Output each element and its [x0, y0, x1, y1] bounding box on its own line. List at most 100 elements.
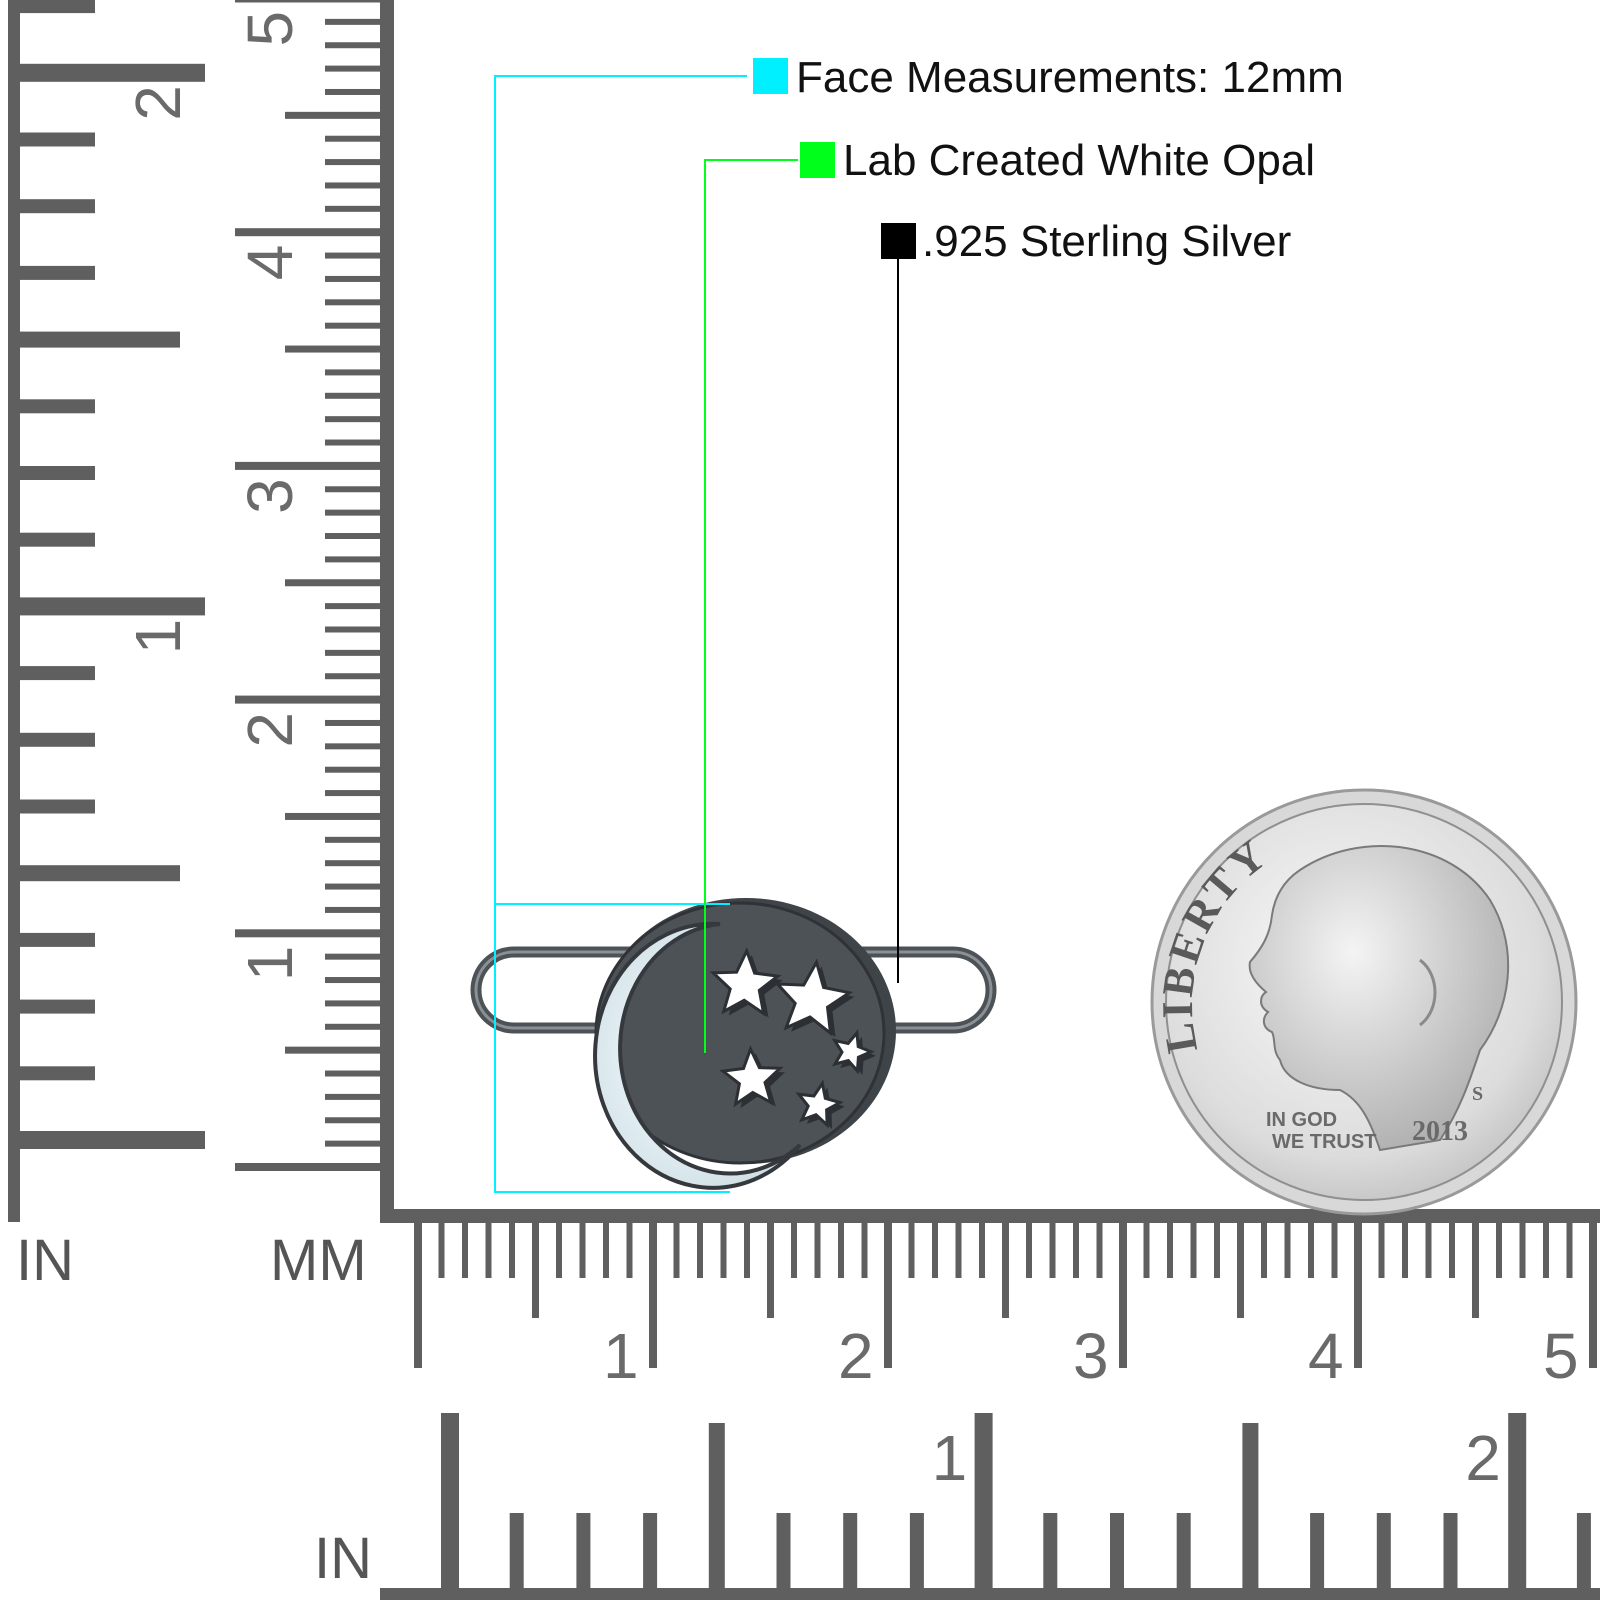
horizontal-inch-tick	[509, 1513, 524, 1588]
horizontal-inch-tick	[708, 1423, 725, 1588]
horizontal-cm-label: 5	[1543, 1320, 1579, 1392]
coin-mint-mark: S	[1472, 1083, 1483, 1105]
horizontal-mm-tick	[932, 1223, 938, 1278]
vertical-mm-tick	[325, 883, 380, 890]
vertical-mm-tick	[325, 860, 380, 867]
horizontal-mm-tick	[509, 1223, 515, 1278]
vertical-ruler-mm-unit: MM	[270, 1228, 367, 1293]
vertical-mm-tick	[325, 416, 380, 423]
horizontal-inch-tick	[1110, 1513, 1124, 1588]
horizontal-mm-tick	[1543, 1223, 1549, 1278]
vertical-mm-tick	[235, 1163, 380, 1171]
horizontal-inch-tick	[1508, 1413, 1527, 1588]
vertical-inch-tick	[20, 1131, 205, 1149]
horizontal-mm-tick	[1566, 1223, 1573, 1278]
vertical-mm-tick	[325, 1140, 380, 1147]
horizontal-ruler-inch-unit: IN	[314, 1526, 372, 1591]
face-measurement-label: Face Measurements: 12mm	[796, 53, 1344, 102]
horizontal-mm-tick	[791, 1223, 797, 1278]
vertical-mm-tick	[325, 65, 380, 72]
vertical-inch-tick	[20, 132, 95, 147]
vertical-mm-tick	[325, 1117, 380, 1124]
vertical-mm-tick	[325, 603, 380, 610]
vertical-inch-tick	[20, 732, 95, 747]
vertical-mm-tick	[325, 42, 380, 49]
horizontal-mm-tick	[1143, 1223, 1150, 1278]
vertical-cm-label: 4	[234, 245, 306, 281]
horizontal-cm-label: 1	[603, 1320, 639, 1392]
vertical-cm-label: 1	[234, 946, 306, 982]
vertical-mm-tick	[325, 556, 380, 563]
vertical-inch-tick	[20, 331, 180, 348]
horizontal-mm-tick	[1354, 1223, 1362, 1368]
horizontal-mm-tick	[673, 1223, 680, 1278]
vertical-inch-tick	[20, 666, 95, 681]
horizontal-mm-tick	[1237, 1223, 1244, 1318]
star-cutout	[719, 1045, 784, 1108]
horizontal-inch-label: 1	[932, 1422, 968, 1494]
horizontal-mm-tick	[744, 1223, 750, 1278]
horizontal-mm-tick	[1589, 1223, 1597, 1368]
vertical-mm-tick	[325, 977, 380, 984]
vertical-mm-tick	[325, 322, 380, 329]
horizontal-ruler-top-edge	[380, 1209, 1600, 1223]
star-cutout	[773, 958, 854, 1037]
vertical-mm-tick	[325, 790, 380, 797]
vertical-mm-tick	[285, 812, 380, 820]
horizontal-inch-ticks	[441, 1413, 1591, 1588]
face-measurement-line	[494, 75, 747, 1193]
horizontal-mm-tick	[1261, 1223, 1267, 1278]
vertical-mm-ticks	[235, 0, 380, 1171]
horizontal-inch-tick	[909, 1513, 924, 1588]
horizontal-mm-tick	[649, 1223, 657, 1368]
star-cutout	[709, 947, 782, 1017]
vertical-mm-tick	[325, 135, 380, 142]
vertical-mm-tick	[325, 182, 380, 189]
ring	[470, 898, 997, 1190]
horizontal-inch-tick	[576, 1513, 591, 1588]
vertical-mm-tick	[325, 205, 380, 212]
vertical-mm-tick	[325, 369, 380, 376]
vertical-mm-tick	[285, 1046, 380, 1054]
vertical-mm-tick	[325, 649, 380, 656]
vertical-inch-tick	[20, 1066, 95, 1081]
vertical-cm-label: 2	[234, 712, 306, 748]
horizontal-mm-tick	[1519, 1223, 1526, 1278]
vertical-mm-tick	[325, 836, 380, 843]
horizontal-mm-tick	[626, 1223, 633, 1278]
vertical-inch-label: 2	[122, 85, 194, 121]
horizontal-mm-tick	[532, 1223, 539, 1318]
horizontal-mm-tick	[1331, 1223, 1338, 1278]
horizontal-mm-tick	[1378, 1223, 1385, 1278]
horizontal-mm-tick	[979, 1223, 985, 1278]
star-cutout	[831, 1029, 875, 1075]
horizontal-inch-tick	[1242, 1423, 1259, 1588]
horizontal-mm-tick	[1214, 1223, 1220, 1278]
vertical-mm-tick	[325, 252, 380, 259]
horizontal-mm-tick	[884, 1223, 892, 1368]
stone-legend-swatch	[800, 142, 835, 178]
horizontal-mm-tick	[1449, 1223, 1455, 1278]
vertical-ruler-mm-edge	[380, 0, 394, 1222]
horizontal-mm-tick	[1026, 1223, 1032, 1278]
horizontal-inch-tick	[974, 1413, 993, 1588]
vertical-mm-tick	[325, 1070, 380, 1077]
vertical-mm-tick	[325, 743, 380, 750]
vertical-mm-tick	[235, 0, 380, 3]
vertical-cm-label: 3	[234, 478, 306, 514]
vertical-inch-ticks	[20, 0, 205, 1149]
horizontal-mm-tick	[1472, 1223, 1479, 1318]
vertical-mm-tick	[325, 766, 380, 773]
vertical-mm-tick	[235, 695, 380, 704]
horizontal-inch-tick	[1576, 1513, 1591, 1588]
horizontal-mm-tick	[861, 1223, 868, 1278]
vertical-mm-tick	[235, 228, 380, 237]
vertical-mm-tick	[285, 111, 380, 119]
horizontal-inch-tick	[1176, 1513, 1191, 1588]
vertical-mm-tick	[325, 906, 380, 913]
vertical-mm-tick	[235, 461, 380, 470]
horizontal-mm-tick	[1167, 1223, 1173, 1278]
metal-label: .925 Sterling Silver	[922, 217, 1292, 266]
